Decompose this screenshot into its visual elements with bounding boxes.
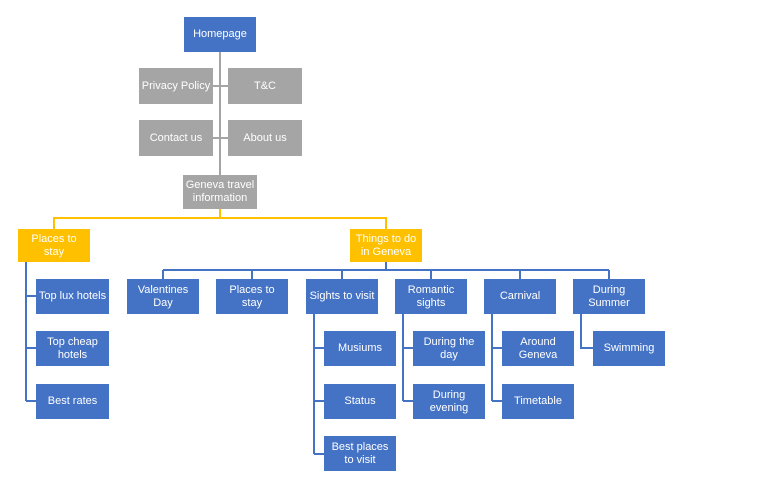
node-valentines-day[interactable]: Valentines Day <box>127 279 199 314</box>
node-sights-to-visit[interactable]: Sights to visit <box>306 279 378 314</box>
node-swimming[interactable]: Swimming <box>593 331 665 366</box>
node-top-lux-hotels[interactable]: Top lux hotels <box>36 279 109 314</box>
node-privacy-policy[interactable]: Privacy Policy <box>139 68 213 104</box>
node-contact-us[interactable]: Contact us <box>139 120 213 156</box>
node-carnival[interactable]: Carnival <box>484 279 556 314</box>
node-during-the-day[interactable]: During the day <box>413 331 485 366</box>
node-tc[interactable]: T&C <box>228 68 302 104</box>
node-homepage[interactable]: Homepage <box>184 17 256 52</box>
node-status[interactable]: Status <box>324 384 396 419</box>
node-places-to-stay-2[interactable]: Places to stay <box>216 279 288 314</box>
node-things-to-do[interactable]: Things to do in Geneva <box>350 229 422 262</box>
node-romantic-sights[interactable]: Romantic sights <box>395 279 467 314</box>
node-around-geneva[interactable]: Around Geneva <box>502 331 574 366</box>
node-top-cheap-hotels[interactable]: Top cheap hotels <box>36 331 109 366</box>
node-musiums[interactable]: Musiums <box>324 331 396 366</box>
node-during-evening[interactable]: During evening <box>413 384 485 419</box>
node-about-us[interactable]: About us <box>228 120 302 156</box>
node-timetable[interactable]: Timetable <box>502 384 574 419</box>
node-geneva-info[interactable]: Geneva travel information <box>183 175 257 209</box>
node-during-summer[interactable]: During Summer <box>573 279 645 314</box>
node-places-to-stay[interactable]: Places to stay <box>18 229 90 262</box>
node-best-rates[interactable]: Best rates <box>36 384 109 419</box>
node-best-places-to-visit[interactable]: Best places to visit <box>324 436 396 471</box>
